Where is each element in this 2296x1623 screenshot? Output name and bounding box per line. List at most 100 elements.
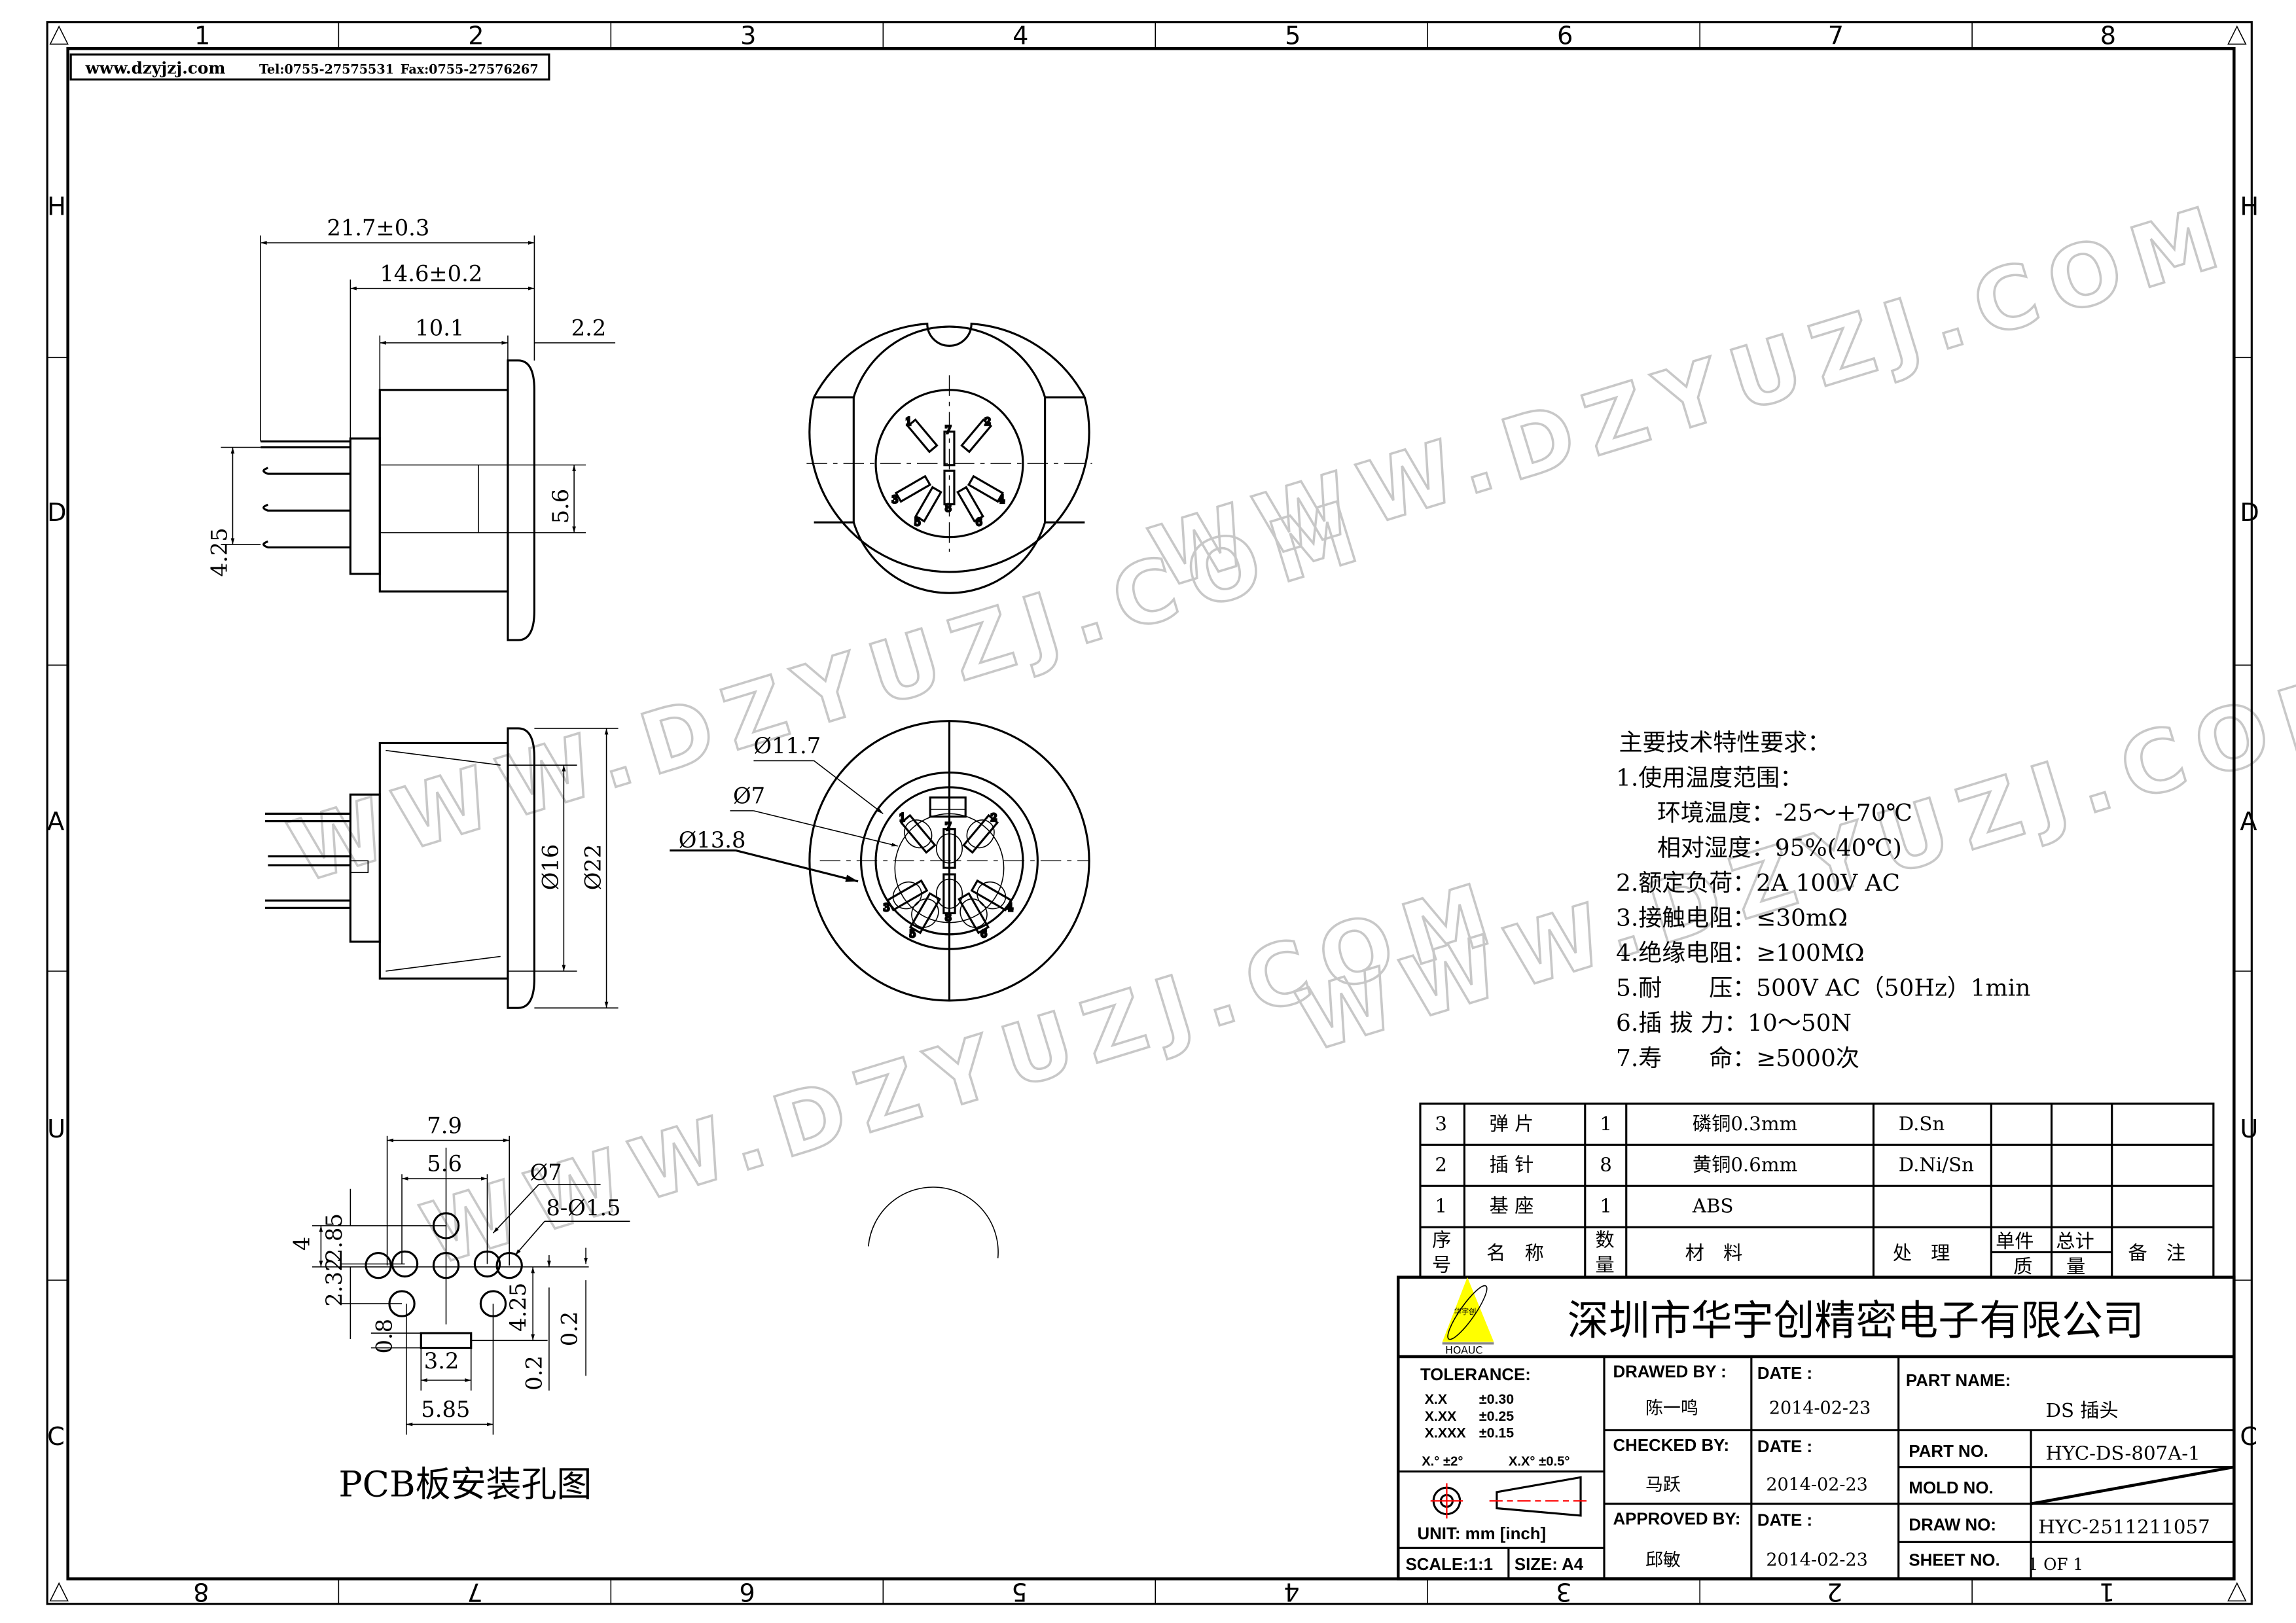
spec-line: 2.额定负荷：2A 100V AC <box>1616 870 1900 897</box>
pin-number: 6 <box>980 927 987 940</box>
website-text: www.dzyjzj.com <box>85 58 226 77</box>
bom-cell: D.Ni/Sn <box>1899 1154 1974 1176</box>
scale-label: SCALE:1:1 <box>1405 1556 1493 1574</box>
sheet-no-label: SHEET NO. <box>1909 1551 2000 1569</box>
date-drawed: 2014-02-23 <box>1769 1399 1871 1419</box>
tolerance-value: ±0.25 <box>1479 1408 1514 1424</box>
bom-cell: D.Sn <box>1899 1113 1945 1135</box>
pin-number: 6 <box>976 516 982 528</box>
part-name-label: PART NAME: <box>1906 1372 2011 1390</box>
contact-pin <box>935 828 963 869</box>
grid-col-label: 3 <box>740 22 756 50</box>
contact-pin <box>967 474 1005 503</box>
dim-5-6: 5.6 <box>548 489 573 524</box>
grid-row-label: A <box>2240 808 2257 836</box>
contact-pin <box>906 418 939 454</box>
contact-pin <box>943 469 956 506</box>
dim-4-25: 4.25 <box>206 527 232 577</box>
tolerance-value: ±0.15 <box>1479 1425 1514 1441</box>
dim-4-25: 4.25 <box>505 1283 531 1332</box>
dim-2-85: 2.85 <box>321 1213 347 1262</box>
pin-number: 5 <box>909 927 916 940</box>
bom-header-mass: 量 <box>2066 1255 2085 1277</box>
drawed-by-value: 陈一鸣 <box>1645 1399 1698 1419</box>
checked-by-label: CHECKED BY: <box>1613 1436 1729 1455</box>
pin-number: 2 <box>984 416 991 428</box>
bom-cell: 1 <box>1600 1195 1612 1217</box>
bom-cell: 插 针 <box>1490 1154 1534 1176</box>
spec-line: 6.插 拔 力：10～50N <box>1616 1010 1852 1037</box>
pin-number: 4 <box>998 493 1005 506</box>
tolerance-key: X.X <box>1425 1391 1448 1407</box>
bom-cell: 黄铜0.6mm <box>1693 1154 1797 1176</box>
contact-pin <box>956 486 984 523</box>
bom-cell: 3 <box>1435 1113 1447 1135</box>
grid-row-label: H <box>2240 192 2259 221</box>
dim-dia-13-8: Ø13.8 <box>679 827 746 853</box>
dim-7-9: 7.9 <box>427 1113 462 1138</box>
contact-pin <box>894 474 932 503</box>
grid-row-label: A <box>47 808 64 836</box>
dim-dia-22: Ø22 <box>581 844 606 891</box>
grid-row-label: C <box>47 1423 65 1452</box>
dim-overall-length: 21.7±0.3 <box>327 215 429 241</box>
dim-dia-7: Ø7 <box>530 1160 562 1185</box>
spec-line: 1.使用温度范围： <box>1616 765 1803 792</box>
contact-pin <box>958 892 990 935</box>
grid-row-label: D <box>2240 499 2259 527</box>
grid-row-label: U <box>47 1115 65 1144</box>
tel-text: Tel:0755-27575531 <box>259 62 394 77</box>
unit-label: UNIT: mm [inch] <box>1417 1525 1546 1543</box>
approved-by-label: APPROVED BY: <box>1613 1510 1740 1528</box>
angle-tolerance: X.° ±2° <box>1422 1454 1463 1469</box>
date-checked: 2014-02-23 <box>1766 1475 1868 1495</box>
draw-no-label: DRAW NO: <box>1909 1516 1996 1534</box>
date-label: DATE : <box>1757 1512 1812 1530</box>
draw-no-value: HYC-2511211057 <box>2038 1516 2210 1538</box>
sheet-no-value: 1 OF 1 <box>2028 1555 2084 1574</box>
dim-0-2-b: 0.2 <box>557 1311 583 1347</box>
dim-dia-11-7: Ø11.7 <box>753 733 821 758</box>
pin-number: 3 <box>891 493 898 506</box>
pin-number: 7 <box>945 821 952 833</box>
spec-line: 相对湿度：95%(40℃) <box>1657 835 1902 862</box>
contact-pin <box>943 430 956 467</box>
approved-by-value: 邱敏 <box>1645 1550 1681 1570</box>
part-no-label: PART NO. <box>1909 1442 1988 1461</box>
company-name: 深圳市华宇创精密电子有限公司 <box>1568 1296 2144 1344</box>
bom-header-no: 号 <box>1432 1254 1451 1276</box>
grid-col-label: 1 <box>2099 1577 2115 1605</box>
grid-col-label: 1 <box>194 22 210 50</box>
pin-number: 7 <box>945 423 952 436</box>
bom-cell: ABS <box>1692 1195 1734 1217</box>
title-block: 华宇创 HOAUC 深圳市华宇创精密电子有限公司 TOLERANCE: X.X±… <box>1396 1275 2236 1580</box>
date-label: DATE : <box>1757 1364 1812 1383</box>
dim-dia-16: Ø16 <box>537 844 563 891</box>
dim-0-8: 0.8 <box>371 1319 397 1354</box>
spec-line: 环境温度：-25～+70℃ <box>1657 800 1912 827</box>
pin-number: 2 <box>991 811 997 823</box>
grid-col-label: 8 <box>193 1577 209 1605</box>
sheet-frame <box>46 21 2253 1605</box>
date-approved: 2014-02-23 <box>1766 1550 1868 1570</box>
tolerance-label: TOLERANCE: <box>1420 1366 1531 1384</box>
bom-cell: 8 <box>1600 1154 1612 1176</box>
contact-pin <box>914 486 942 523</box>
pcb-title: PCB板安装孔图 <box>338 1464 592 1505</box>
dim-2-32: 2.32 <box>321 1258 347 1307</box>
logo-cn: 华宇创 <box>1454 1307 1477 1316</box>
grid-row-label: D <box>47 499 66 527</box>
spec-line: 5.耐 压：500V AC（50Hz）1min <box>1616 975 2030 1002</box>
dim-0-2-a: 0.2 <box>522 1355 547 1391</box>
spec-line: 7.寿 命：≥5000次 <box>1616 1045 1859 1072</box>
part-name-value: DS 插头 <box>2046 1399 2119 1421</box>
grid-row-label: H <box>47 192 66 221</box>
bom-cell: 基 座 <box>1490 1195 1534 1217</box>
spec-line: 3.接触电阻：≤30mΩ <box>1616 905 1848 932</box>
grid-col-label: 2 <box>1827 1577 1842 1605</box>
technical-specs: 主要技术特性要求： 1.使用温度范围：环境温度：-25～+70℃相对湿度：95%… <box>1616 730 2030 1072</box>
